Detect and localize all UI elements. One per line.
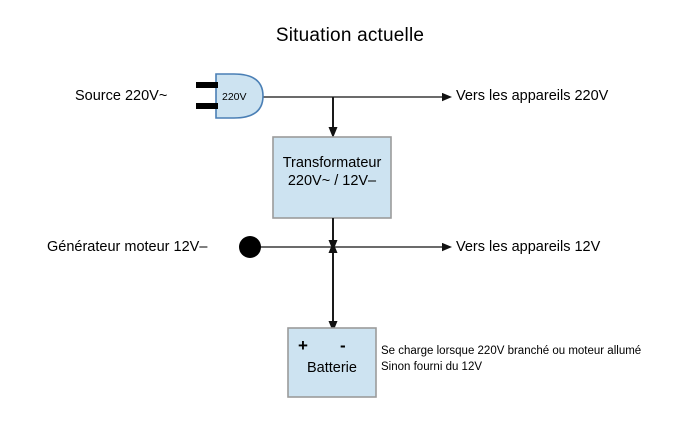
source-label: Source 220V~ [75,88,168,104]
battery-box [287,327,377,398]
generator-label: Générateur moteur 12V– [47,239,208,255]
battery-negative-terminal-label: - [340,336,346,355]
transformer-title: Transformateur [282,155,382,171]
plug-prong-top-icon [196,82,218,88]
generator-node [239,236,261,258]
plug-icon [215,73,264,119]
output-220v-label: Vers les appareils 220V [456,88,609,104]
transformer-box [272,136,392,219]
battery-positive-terminal-label: + [298,336,308,355]
battery-label: Batterie [307,360,357,376]
page-title: Situation actuelle [275,25,425,46]
output-12v-label: Vers les appareils 12V [456,239,601,255]
plug-prong-bottom-icon [196,103,218,109]
battery-note-line-1: Se charge lorsque 220V branché ou moteur… [381,345,642,357]
battery-note-line-2: Sinon fourni du 12V [381,361,483,373]
plug-voltage-label: 220V [222,91,247,103]
transformer-rating: 220V~ / 12V– [287,173,377,189]
